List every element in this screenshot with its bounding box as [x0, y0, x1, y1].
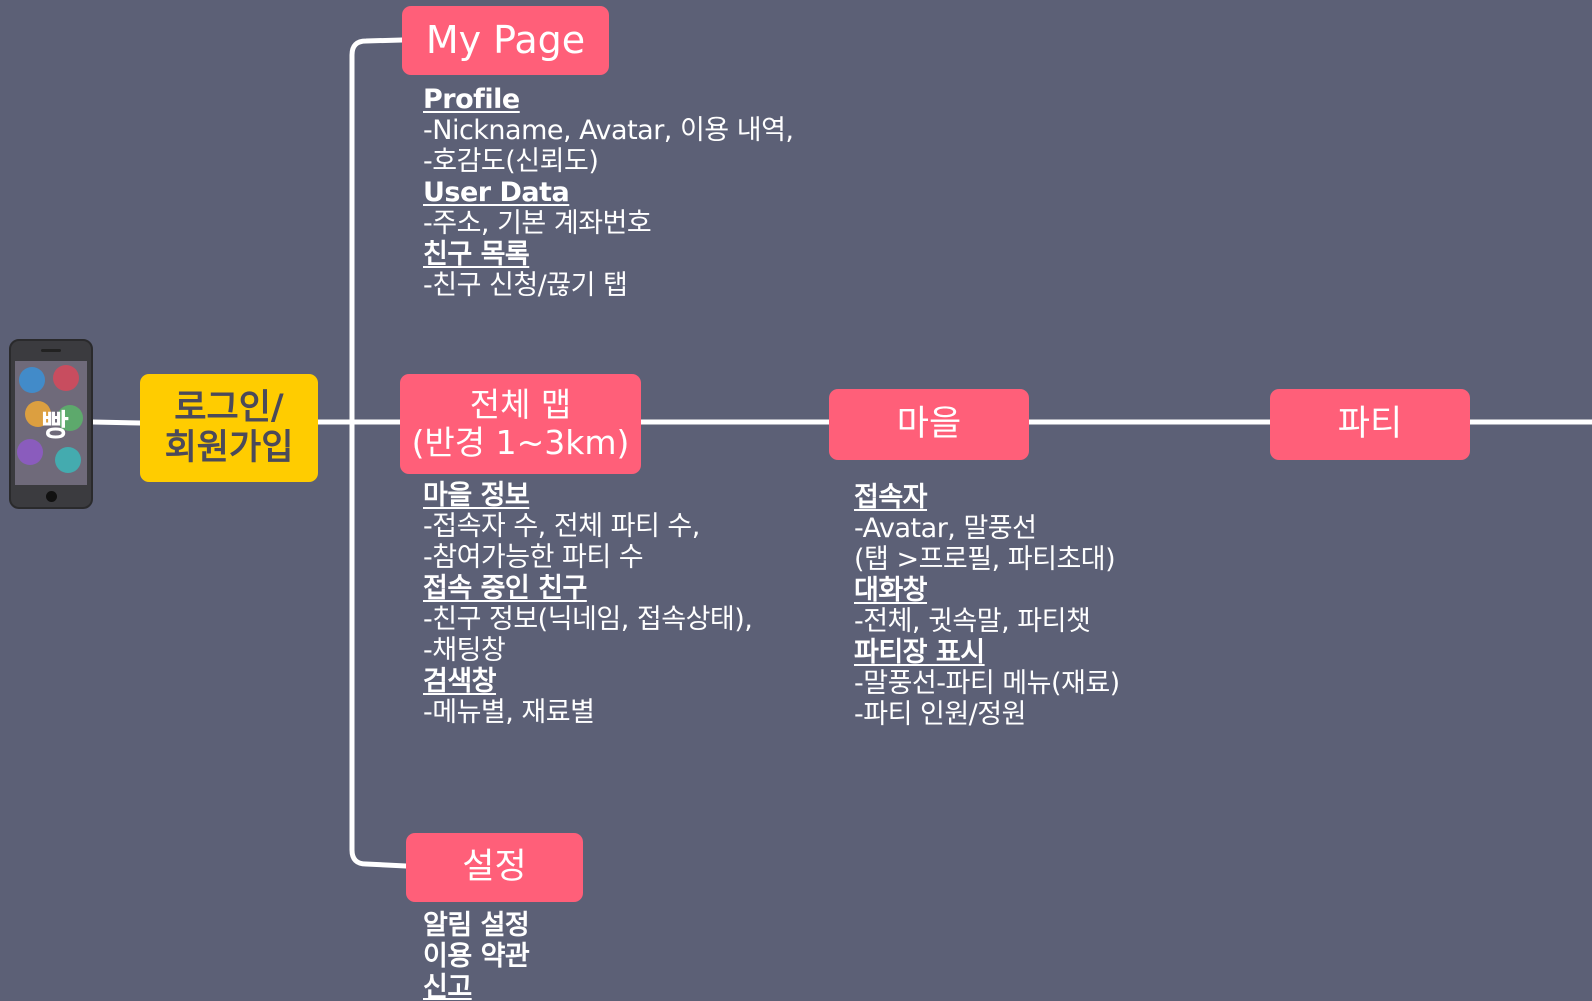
village-section-heading: 파티장 표시 [854, 637, 985, 668]
fullmap-section-line: -참여가능한 파티 수 [423, 542, 644, 573]
fullmap-node[interactable]: 전체 맵 (반경 1~3km) [400, 374, 641, 474]
mypage-section-heading: 친구 목록 [423, 239, 530, 270]
village-section-line: -전체, 귓속말, 파티챗 [854, 606, 1091, 637]
village-node[interactable]: 마을 [829, 389, 1029, 460]
connector-phone-login [90, 419, 143, 426]
village-details: 접속자 -Avatar, 말풍선 (탭 >프로필, 파티초대) 대화창 -전체,… [854, 482, 1120, 730]
phone-home-button [46, 491, 57, 502]
settings-title: 설정 [462, 847, 527, 888]
fullmap-details: 마을 정보 -접속자 수, 전체 파티 수, -참여가능한 파티 수 접속 중인… [423, 480, 753, 728]
mypage-details: Profile -Nickname, Avatar, 이용 내역, -호감도(신… [423, 84, 794, 301]
fullmap-section-heading: 마을 정보 [423, 480, 530, 511]
app-logo-text: 빵 [34, 409, 69, 437]
login-line2: 회원가입 [164, 428, 294, 468]
party-title: 파티 [1337, 404, 1403, 445]
settings-item: 알림 설정 [423, 910, 530, 941]
party-node[interactable]: 파티 [1270, 389, 1470, 460]
phone-speaker [41, 349, 61, 352]
village-section-line: -말풍선-파티 메뉴(재료) [854, 668, 1120, 699]
mypage-section-line: -친구 신청/끊기 탭 [423, 270, 628, 301]
mypage-section-heading: Profile [423, 84, 520, 115]
settings-item: 신고 [423, 972, 472, 1001]
mypage-node[interactable]: My Page [402, 6, 609, 75]
village-section-line: (탭 >프로필, 파티초대) [854, 544, 1116, 575]
fullmap-section-heading: 접속 중인 친구 [423, 573, 587, 604]
connector-branch-mypage [349, 37, 405, 425]
village-section-line: -Avatar, 말풍선 [854, 513, 1037, 544]
village-section-heading: 대화창 [854, 575, 928, 606]
mypage-section-line: -주소, 기본 계좌번호 [423, 208, 652, 239]
fullmap-section-line: -접속자 수, 전체 파티 수, [423, 511, 700, 542]
connector-branch-settings [349, 419, 409, 869]
mypage-section-heading: User Data [423, 177, 570, 208]
village-title: 마을 [896, 404, 962, 445]
mypage-title: My Page [425, 17, 586, 62]
fullmap-section-line: -채팅창 [423, 635, 506, 666]
mypage-section-line: -호감도(신뢰도) [423, 146, 599, 177]
village-section-line: -파티 인원/정원 [854, 699, 1026, 730]
app-phone-icon: 빵 [9, 339, 93, 509]
village-section-heading: 접속자 [854, 482, 928, 513]
fullmap-section-line: -메뉴별, 재료별 [423, 697, 595, 728]
login-line1: 로그인/ [174, 387, 284, 428]
phone-screen: 빵 [15, 361, 87, 485]
settings-item: 이용 약관 [423, 941, 530, 972]
mypage-section-line: -Nickname, Avatar, 이용 내역, [423, 115, 794, 146]
fullmap-line1: 전체 맵 [469, 385, 572, 425]
settings-details: 알림 설정 이용 약관 신고 [423, 910, 530, 1001]
fullmap-section-line: -친구 정보(닉네임, 접속상태), [423, 604, 753, 635]
login-signup-node[interactable]: 로그인/ 회원가입 [140, 374, 318, 482]
fullmap-section-heading: 검색창 [423, 666, 497, 697]
settings-node[interactable]: 설정 [406, 833, 583, 902]
fullmap-line2: (반경 1~3km) [411, 423, 630, 462]
